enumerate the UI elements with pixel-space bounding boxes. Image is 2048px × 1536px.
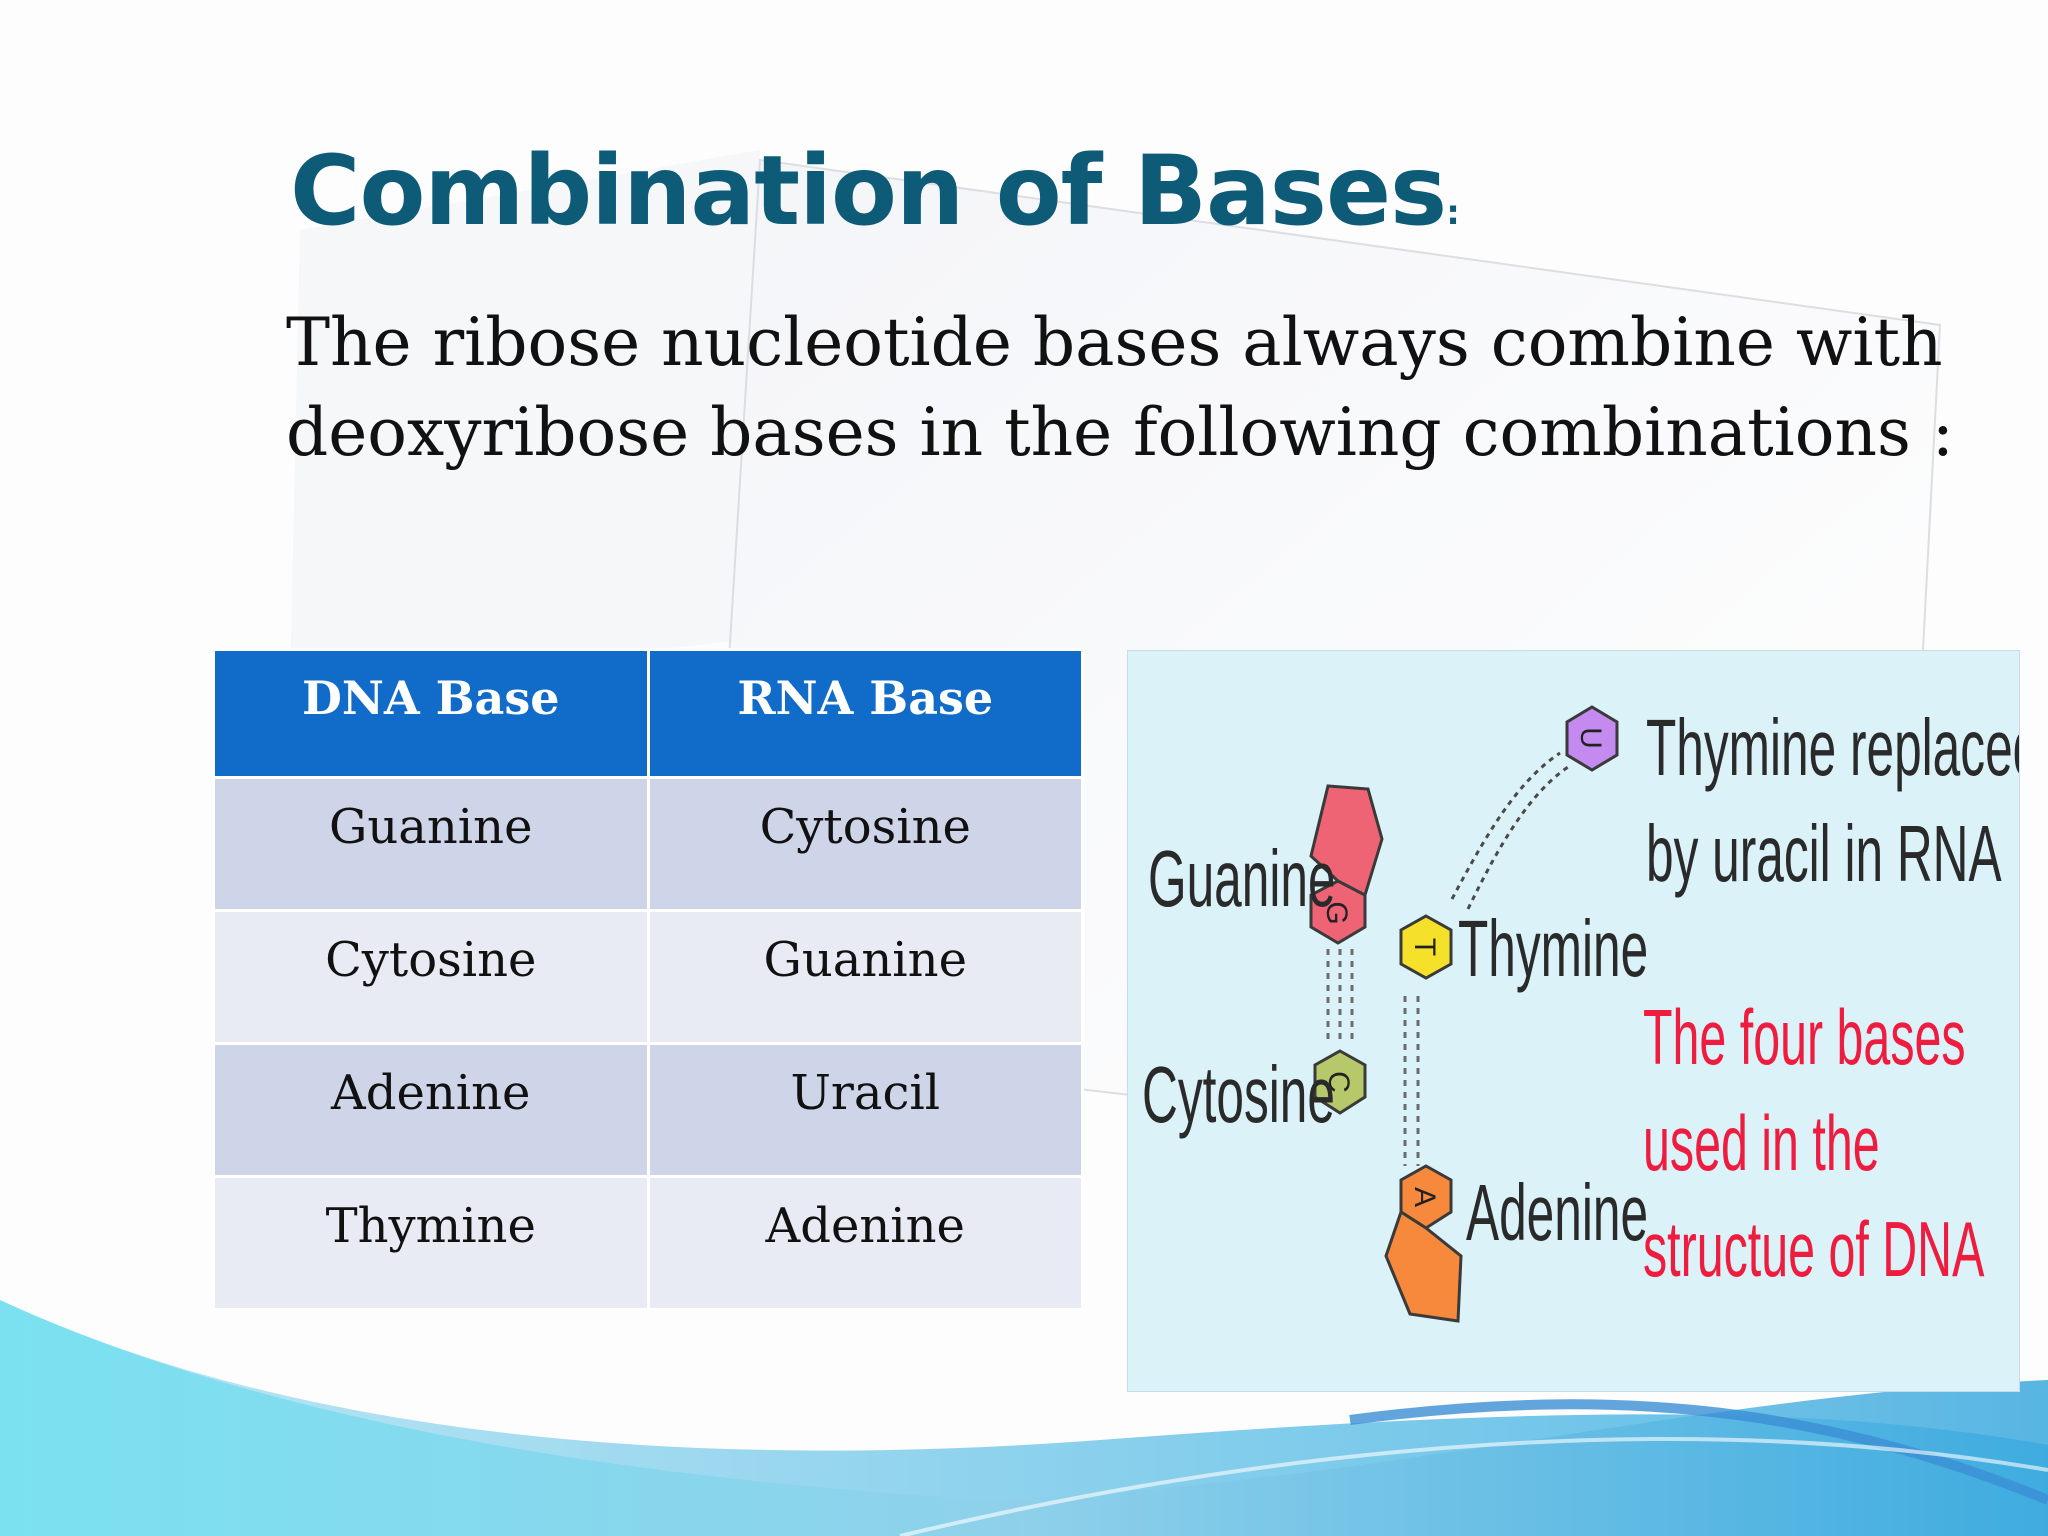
table-row: Adenine Uracil xyxy=(212,1042,1084,1178)
svg-text:U: U xyxy=(1574,727,1607,749)
table-cell-rna: Cytosine xyxy=(646,776,1084,912)
four-bases-note: The four bases used in the structue of D… xyxy=(1643,993,1985,1293)
table-cell-dna: Thymine xyxy=(212,1175,650,1311)
table-cell-rna: Uracil xyxy=(646,1042,1084,1178)
svg-text:A: A xyxy=(1408,1187,1441,1207)
diagram-graphic: G C T A U xyxy=(1309,705,1619,1323)
column-header-rna: RNA Base xyxy=(646,648,1084,779)
title-text: Combination of Bases xyxy=(290,135,1447,247)
table-row: Cytosine Guanine xyxy=(212,909,1084,1045)
table-cell-rna: Adenine xyxy=(646,1175,1084,1311)
wave-stroke xyxy=(1349,1399,2048,1505)
table-cell-dna: Cytosine xyxy=(212,909,650,1045)
replacement-arrow-lines xyxy=(1450,751,1569,910)
guanine-label: Guanine xyxy=(1148,834,1336,923)
table-cell-rna: Guanine xyxy=(646,909,1084,1045)
svg-text:G: G xyxy=(1320,901,1353,924)
adenine-label: Adenine xyxy=(1466,1168,1649,1257)
paper-sheet-back xyxy=(290,150,760,690)
title-colon: : xyxy=(1446,193,1460,233)
table-header-row: DNA Base RNA Base xyxy=(212,648,1084,779)
table-row: Guanine Cytosine xyxy=(212,776,1084,912)
guanine-molecule: G xyxy=(1309,784,1384,945)
wave-main xyxy=(0,1300,2048,1536)
base-pairing-table: DNA Base RNA Base Guanine Cytosine Cytos… xyxy=(212,648,1084,1311)
adenine-molecule: A xyxy=(1384,1164,1463,1323)
thymine-molecule: T xyxy=(1399,914,1453,980)
wave-stroke-2 xyxy=(899,1437,2048,1536)
cytosine-label: Cytosine xyxy=(1142,1050,1335,1139)
table-cell-dna: Guanine xyxy=(212,776,650,912)
subtitle-text: The ribose nucleotide bases always combi… xyxy=(286,304,1955,471)
replaced-note: Thymine replaced by uracil in RNA xyxy=(1646,703,2020,898)
thymine-label: Thymine xyxy=(1458,904,1649,993)
hydrogen-bonds xyxy=(1326,949,1420,1166)
table-row: Thymine Adenine xyxy=(212,1175,1084,1311)
column-header-dna: DNA Base xyxy=(212,648,650,779)
cytosine-molecule: C xyxy=(1313,1049,1367,1115)
svg-text:C: C xyxy=(1322,1071,1355,1093)
page-title: Combination of Bases: xyxy=(290,135,1460,247)
dna-bases-diagram: G C T A U Guanine Cytosine Thymine Aden xyxy=(1127,650,2020,1392)
svg-text:T: T xyxy=(1408,938,1441,956)
uracil-molecule: U xyxy=(1565,705,1619,772)
table-cell-dna: Adenine xyxy=(212,1042,650,1178)
